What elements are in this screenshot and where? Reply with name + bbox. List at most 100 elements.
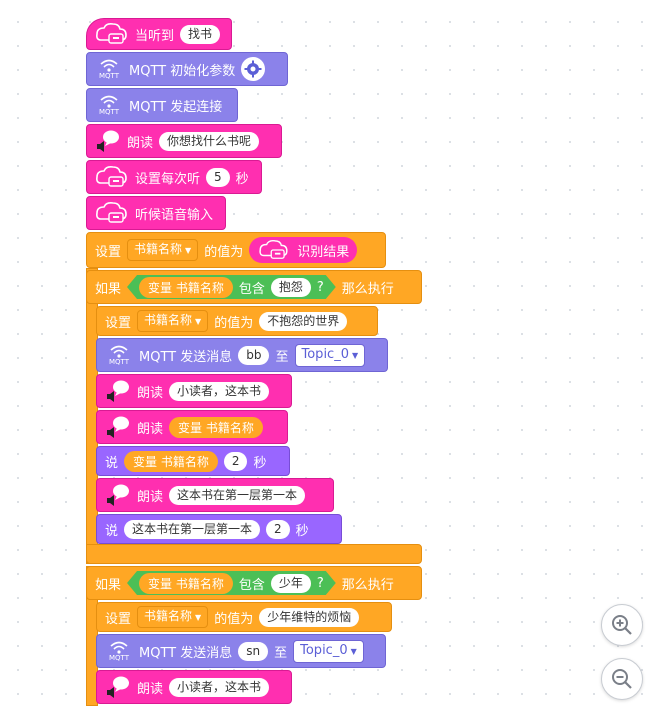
mqtt-icon-text: MQTT bbox=[99, 107, 119, 116]
speak-text-input-2[interactable]: 小读者，这本书 bbox=[169, 381, 270, 401]
say-text-input-2[interactable]: 这本书在第一层第一本 bbox=[124, 519, 261, 539]
set-variable-block-1[interactable]: 设置 书籍名称▼ 的值为 识别结果 bbox=[86, 232, 386, 268]
listen-seconds-input[interactable]: 5 bbox=[206, 167, 230, 187]
cloud-chat-icon bbox=[257, 239, 291, 261]
mqtt-connect-block[interactable]: MQTT MQTT 发起连接 bbox=[86, 88, 238, 122]
contains-condition-1[interactable]: 变量 书籍名称 包含 抱怨 ? bbox=[127, 275, 336, 299]
if-label: 如果 bbox=[95, 281, 122, 297]
mqtt-send-label: MQTT 发送消息 bbox=[139, 349, 233, 365]
variable-reporter[interactable]: 变量 书籍名称 bbox=[139, 573, 233, 594]
value-of-label: 的值为 bbox=[214, 611, 254, 627]
topic-label: Topic_0 bbox=[300, 642, 348, 658]
set-value-input-2[interactable]: 少年维特的烦恼 bbox=[259, 607, 360, 627]
gear-icon[interactable] bbox=[241, 57, 266, 81]
recognition-result-reporter[interactable]: 识别结果 bbox=[249, 237, 358, 263]
value-of-label: 的值为 bbox=[204, 244, 244, 260]
speak-block-5[interactable]: 朗读 小读者，这本书 bbox=[96, 670, 292, 704]
recognize-label: 识别结果 bbox=[297, 244, 350, 260]
cloud-chat-icon bbox=[95, 165, 129, 189]
variable-dropdown-1[interactable]: 书籍名称▼ bbox=[127, 239, 199, 261]
speak-block-2[interactable]: 朗读 小读者，这本书 bbox=[96, 374, 292, 408]
say-block-1[interactable]: 说 变量 书籍名称 2 秒 bbox=[96, 446, 290, 476]
zoom-out-button[interactable] bbox=[601, 658, 643, 700]
dropdown-arrow-icon: ▼ bbox=[350, 646, 357, 656]
say-label: 说 bbox=[105, 523, 119, 539]
say-unit: 秒 bbox=[253, 455, 267, 471]
speak-block-4[interactable]: 朗读 这本书在第一层第一本 bbox=[96, 478, 334, 512]
contains-value-input-2[interactable]: 少年 bbox=[271, 574, 311, 593]
wifi-icon: MQTT bbox=[95, 59, 123, 80]
variable-dropdown-2[interactable]: 书籍名称▼ bbox=[137, 310, 209, 332]
say-label: 说 bbox=[105, 455, 119, 471]
hat-label: 当听到 bbox=[135, 28, 175, 44]
speak-label: 朗读 bbox=[137, 385, 164, 401]
set-value-input-1[interactable]: 不抱怨的世界 bbox=[259, 311, 348, 331]
cloud-chat-icon bbox=[95, 201, 129, 225]
contains-condition-2[interactable]: 变量 书籍名称 包含 少年 ? bbox=[127, 571, 336, 595]
speaker-bubble-icon bbox=[105, 675, 131, 699]
speak-block-1[interactable]: 朗读 你想找什么书呢 bbox=[86, 124, 282, 158]
set-label: 设置 bbox=[105, 611, 132, 627]
contains-value-input-1[interactable]: 抱怨 bbox=[271, 278, 311, 297]
variable-reporter[interactable]: 变量 书籍名称 bbox=[169, 416, 263, 438]
hat-value-input[interactable]: 找书 bbox=[180, 24, 221, 44]
wifi-icon: MQTT bbox=[105, 345, 133, 366]
value-of-label: 的值为 bbox=[214, 315, 254, 331]
dropdown-arrow-icon: ▼ bbox=[351, 350, 359, 360]
if-block-2[interactable]: 如果 变量 书籍名称 包含 少年 ? 那么执行 bbox=[86, 566, 422, 600]
set-label: 设置 bbox=[95, 244, 122, 260]
set-label: 设置 bbox=[105, 315, 132, 331]
speak-block-3[interactable]: 朗读 变量 书籍名称 bbox=[96, 410, 288, 444]
mqtt-message-input-2[interactable]: sn bbox=[238, 641, 269, 661]
variable-reporter[interactable]: 变量 书籍名称 bbox=[139, 277, 233, 298]
variable-reporter[interactable]: 变量 书籍名称 bbox=[124, 450, 218, 472]
variable-name: 书籍名称 bbox=[134, 242, 183, 256]
dropdown-arrow-icon: ▼ bbox=[195, 613, 202, 622]
mqtt-send-block-2[interactable]: MQTT MQTT 发送消息 sn 至 Topic_0▼ bbox=[96, 634, 386, 668]
mqtt-message-input-1[interactable]: bb bbox=[238, 345, 270, 365]
variable-name: 书籍名称 bbox=[144, 609, 193, 623]
mqtt-send-block-1[interactable]: MQTT MQTT 发送消息 bb 至 Topic_0▼ bbox=[96, 338, 388, 372]
speaker-bubble-icon bbox=[105, 379, 131, 403]
if-label: 如果 bbox=[95, 577, 122, 593]
zoom-in-icon bbox=[610, 613, 634, 637]
set-variable-block-2[interactable]: 设置 书籍名称▼ 的值为 不抱怨的世界 bbox=[96, 306, 378, 336]
to-label: 至 bbox=[275, 349, 289, 365]
say-seconds-input-1[interactable]: 2 bbox=[223, 451, 248, 471]
listen-unit: 秒 bbox=[235, 171, 249, 187]
say-seconds-input-2[interactable]: 2 bbox=[266, 519, 290, 539]
say-block-2[interactable]: 说 这本书在第一层第一本 2 秒 bbox=[96, 514, 342, 544]
question-mark: ? bbox=[316, 279, 324, 295]
speak-label: 朗读 bbox=[127, 135, 154, 151]
speaker-bubble-icon bbox=[105, 483, 131, 507]
contains-label: 包含 bbox=[238, 281, 265, 297]
say-unit: 秒 bbox=[295, 523, 309, 539]
if-block-1-bottom bbox=[86, 544, 422, 564]
dropdown-arrow-icon: ▼ bbox=[195, 317, 202, 326]
speaker-bubble-icon bbox=[95, 129, 121, 153]
mqtt-init-label: MQTT 初始化参数 bbox=[129, 63, 236, 79]
speak-text-input-4[interactable]: 这本书在第一层第一本 bbox=[169, 485, 306, 505]
mqtt-init-block[interactable]: MQTT MQTT 初始化参数 bbox=[86, 52, 288, 86]
question-mark: ? bbox=[316, 575, 324, 591]
set-listen-duration-block[interactable]: 设置每次听 5 秒 bbox=[86, 160, 262, 194]
wait-voice-input-block[interactable]: 听候语音输入 bbox=[86, 196, 226, 230]
variable-dropdown-3[interactable]: 书籍名称▼ bbox=[137, 606, 209, 628]
when-heard-hat-block[interactable]: 当听到 找书 bbox=[86, 18, 232, 50]
if-block-1[interactable]: 如果 变量 书籍名称 包含 抱怨 ? 那么执行 bbox=[86, 270, 422, 304]
mqtt-icon-text: MQTT bbox=[109, 357, 129, 366]
wifi-icon: MQTT bbox=[95, 95, 123, 116]
topic-dropdown-1[interactable]: Topic_0▼ bbox=[294, 343, 366, 367]
then-label: 那么执行 bbox=[341, 577, 394, 593]
speaker-bubble-icon bbox=[105, 415, 131, 439]
set-variable-block-3[interactable]: 设置 书籍名称▼ 的值为 少年维特的烦恼 bbox=[96, 602, 392, 632]
speak-label: 朗读 bbox=[137, 681, 164, 697]
speak-text-input-5[interactable]: 小读者，这本书 bbox=[169, 677, 270, 697]
mqtt-icon-text: MQTT bbox=[109, 653, 129, 662]
topic-dropdown-2[interactable]: Topic_0▼ bbox=[293, 639, 364, 663]
cloud-chat-icon bbox=[95, 22, 129, 46]
zoom-in-button[interactable] bbox=[601, 604, 643, 646]
mqtt-icon-text: MQTT bbox=[99, 71, 119, 80]
dropdown-arrow-icon: ▼ bbox=[185, 246, 192, 255]
speak-text-input-1[interactable]: 你想找什么书呢 bbox=[159, 131, 260, 151]
